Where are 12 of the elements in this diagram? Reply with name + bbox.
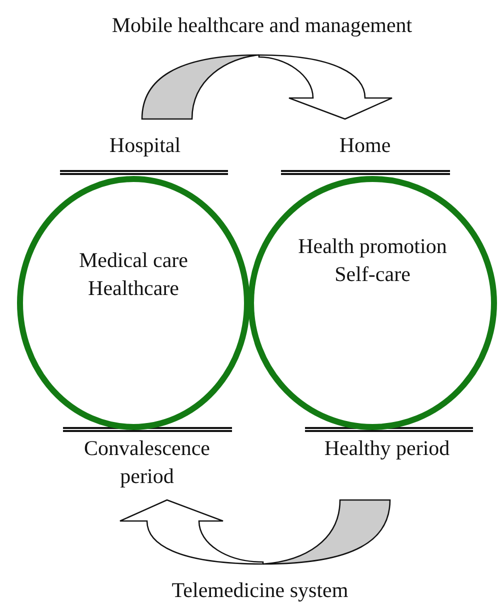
circle-node	[248, 176, 497, 430]
node-label: Hospital	[109, 132, 181, 159]
node-label: Healthy period	[324, 435, 450, 462]
node-label: Self-care	[334, 261, 410, 288]
node-label: Healthcare	[88, 275, 179, 302]
curved-block-arrow	[141, 54, 393, 120]
curved-block-arrow	[119, 499, 391, 565]
node-label: Convalescence period	[83, 435, 211, 490]
circle-node	[17, 176, 250, 430]
node-label: Home	[339, 132, 391, 159]
node-label: Health promotion	[298, 233, 447, 260]
node-label: Medical care	[78, 247, 188, 274]
